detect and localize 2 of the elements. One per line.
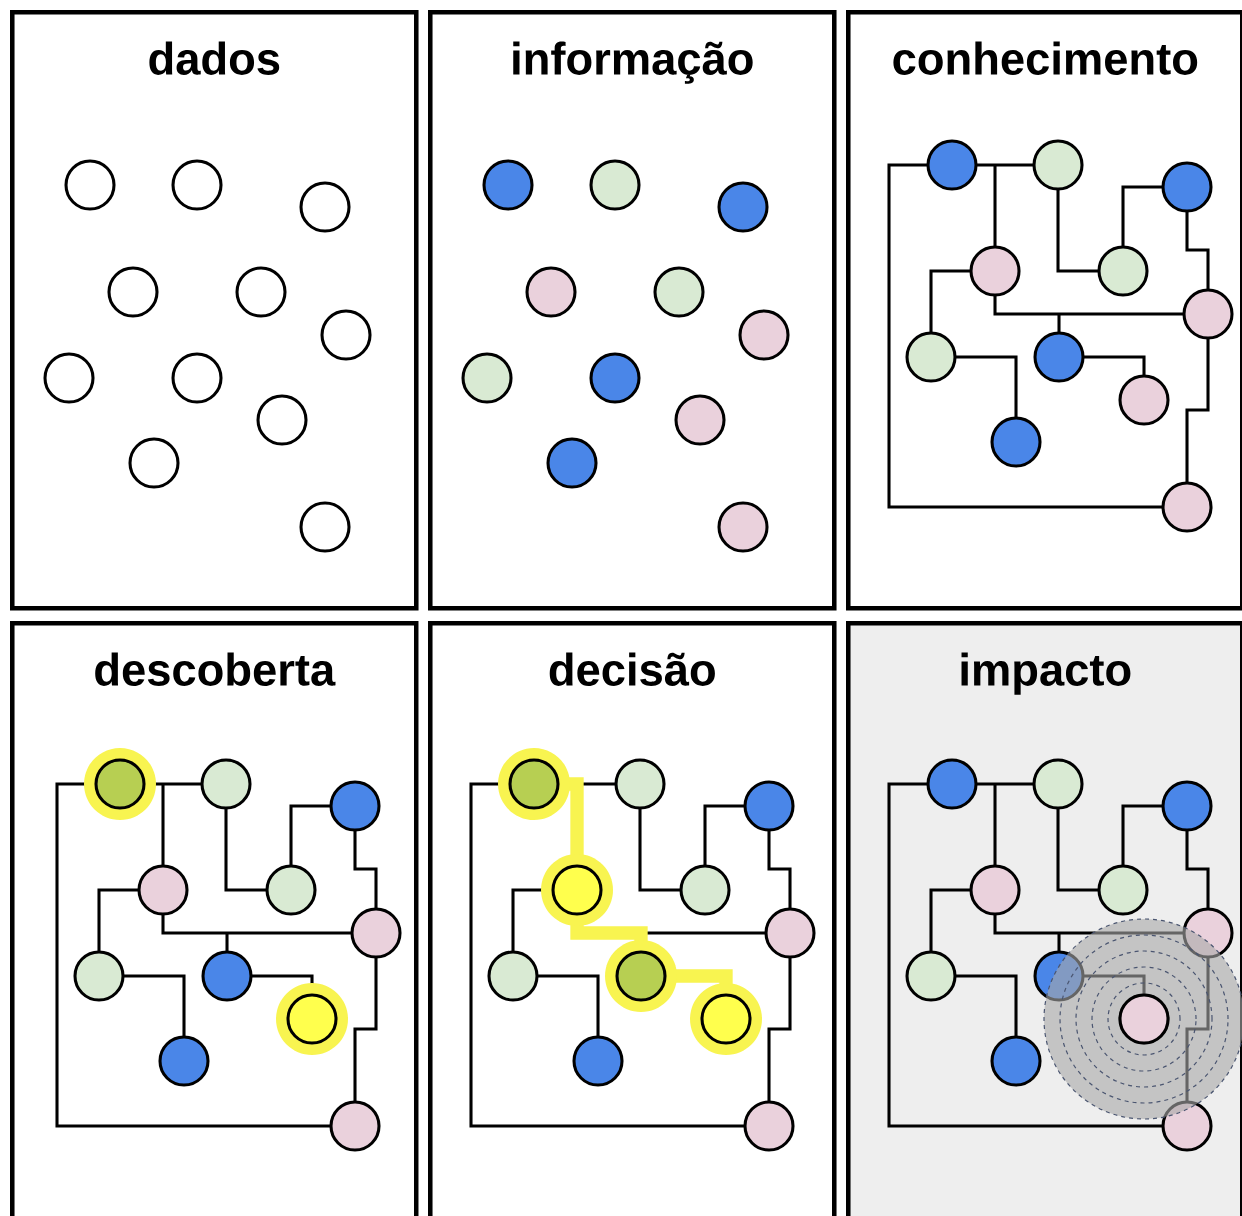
panel: informação	[428, 10, 837, 611]
panel: dados	[10, 10, 419, 611]
